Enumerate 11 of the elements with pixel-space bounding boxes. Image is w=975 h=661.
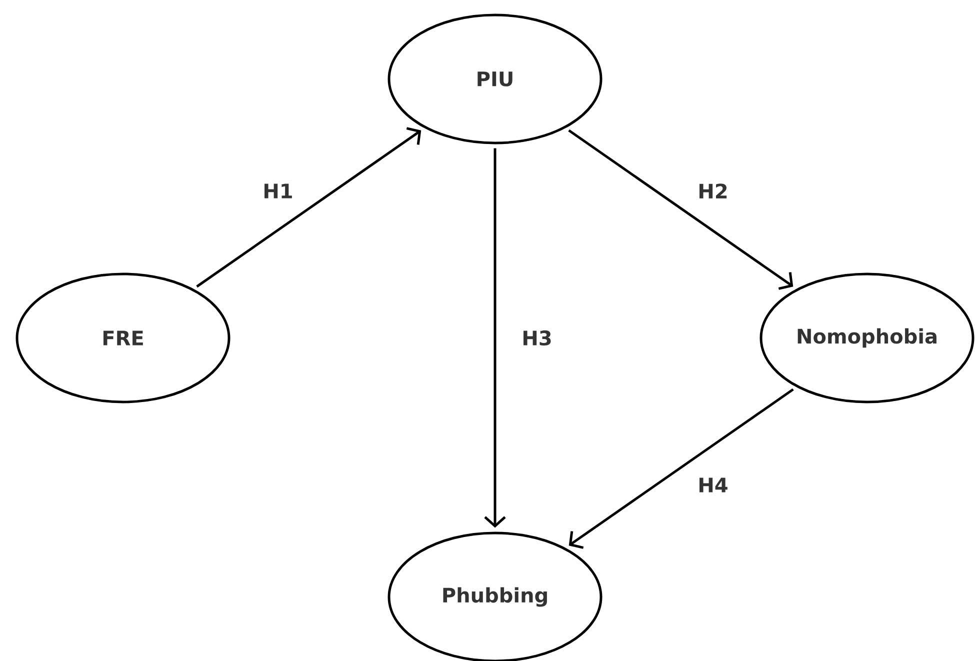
ellipse-node: PIU (388, 14, 602, 144)
edge-label: H1 (264, 184, 292, 198)
edge-label: H3 (524, 330, 551, 346)
edge-label: H4 (700, 478, 728, 492)
ellipse-node: Nomophobia (760, 272, 974, 404)
arrow (568, 388, 794, 549)
arrow (196, 127, 422, 288)
arrow (568, 129, 794, 290)
ellipse-node: FRE (16, 272, 230, 404)
arrow (484, 148, 506, 528)
edge-label: H2 (700, 184, 727, 198)
